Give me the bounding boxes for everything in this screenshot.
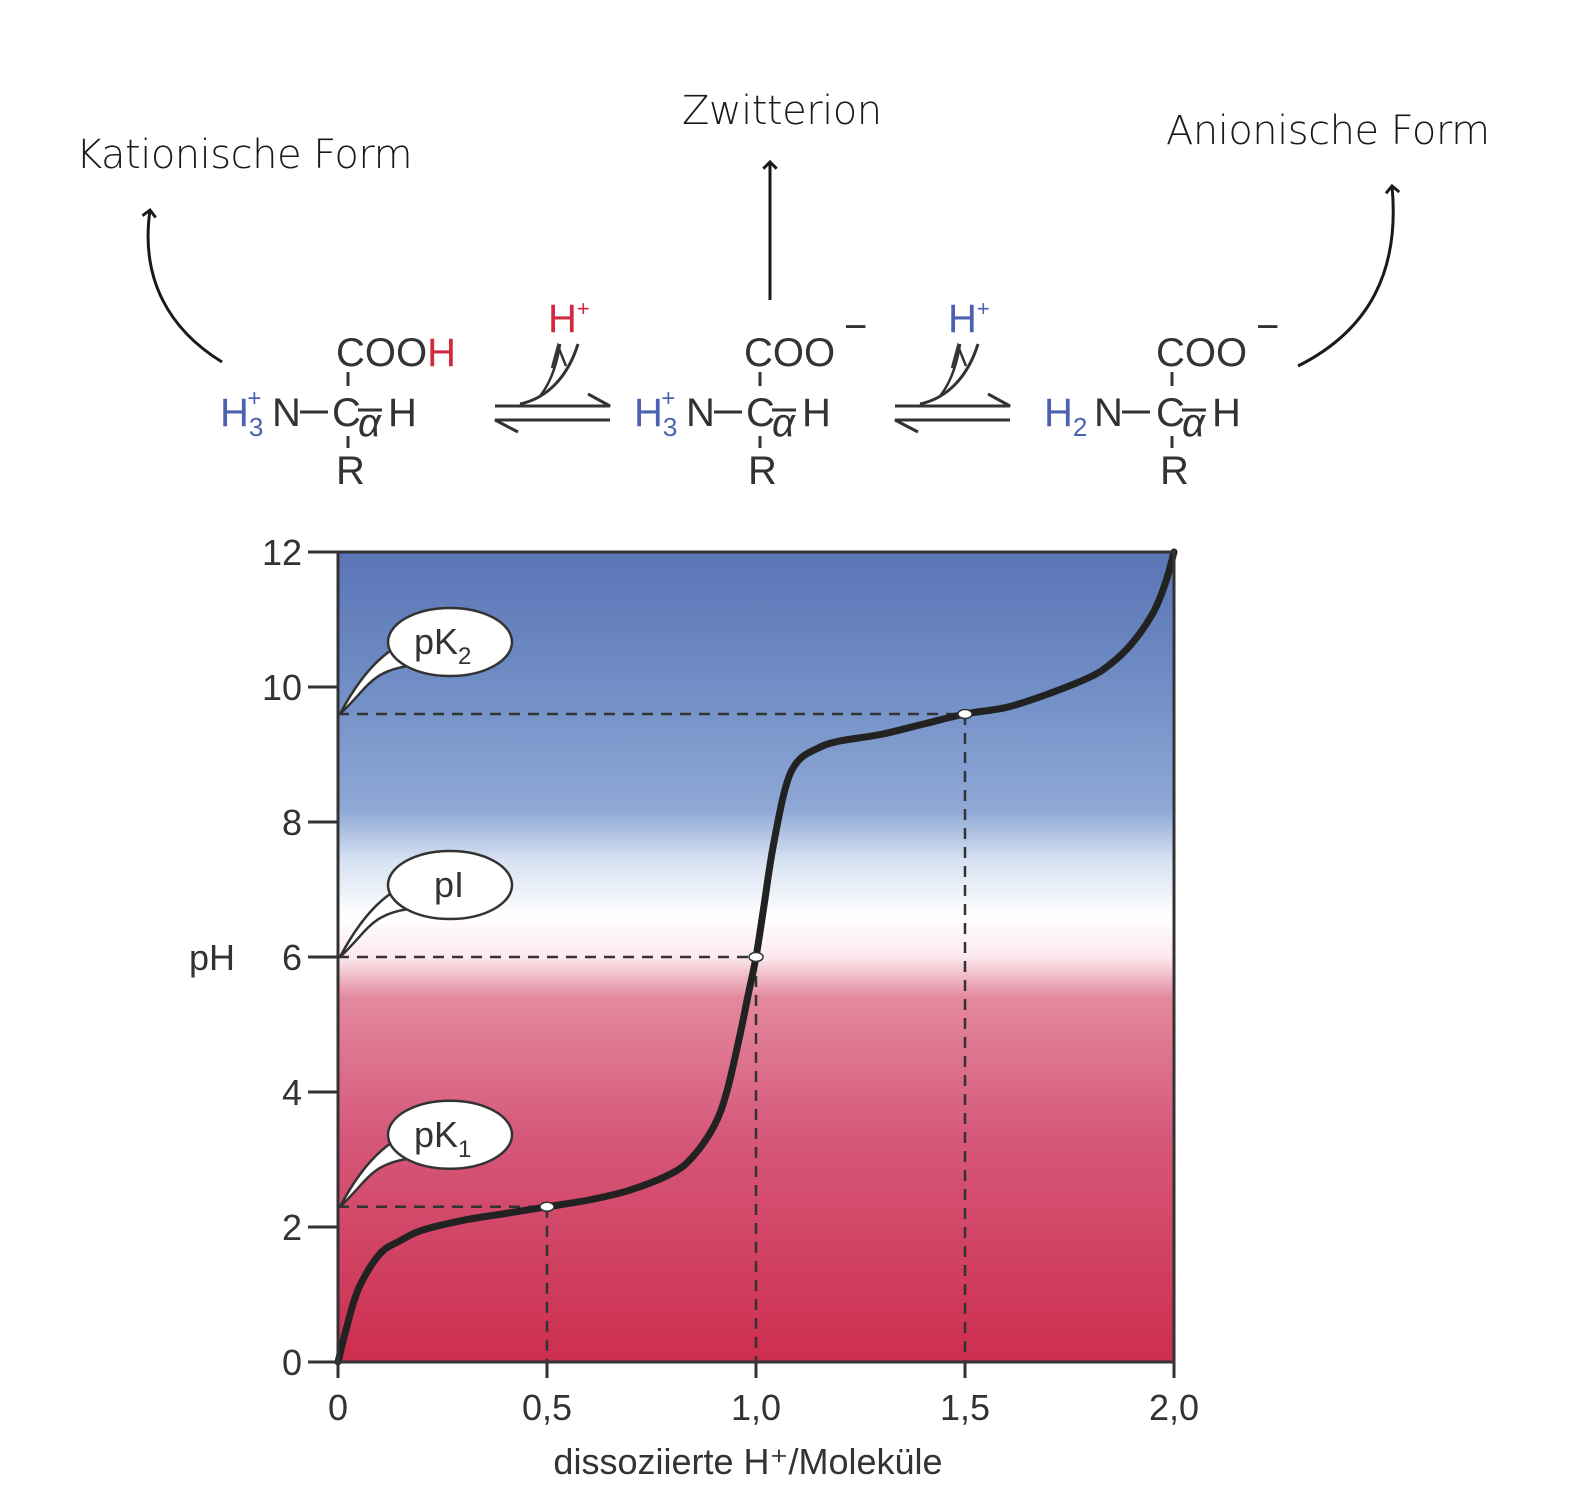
speech-bubble-label-2: pK2 [414,621,471,670]
x-tick-label-3: 1,5 [940,1387,990,1428]
y-tick-label-1: 2 [282,1207,302,1248]
svg-text:N: N [1094,391,1123,435]
svg-text:R: R [748,449,777,493]
svg-text:C: C [1156,391,1185,435]
svg-text:H2: H2 [1044,391,1087,442]
x-tick-label-4: 2,0 [1149,1387,1199,1428]
y-axis-title: pH [189,937,235,978]
svg-text:COO: COO [1156,331,1247,375]
atom-c-alpha: C [332,391,361,435]
y-tick-label-6: 12 [262,532,302,573]
svg-text:α: α [358,401,382,445]
svg-text:H3+: H3+ [634,385,677,442]
equilibrium-arrows-2: H+ [894,296,1011,434]
y-tick-label-3: 6 [282,937,302,978]
speech-bubble-label-0: pK1 [414,1114,471,1163]
svg-text:COO: COO [744,331,835,375]
proton-label-2: H+ [948,296,990,341]
label-anionic-form: Anionische Form [1166,108,1490,154]
x-tick-label-2: 1,0 [731,1387,781,1428]
atom-n: N [272,391,301,435]
marker-point-2 [957,708,973,720]
group-cooh: COOH [336,331,456,375]
y-tick-label-2: 4 [282,1072,302,1113]
group-amine-protonated: H3+ [220,385,263,442]
titration-chart: pK1 pI pK2 0 0,5 1,0 1,5 2,0 0 2 4 6 8 10 12 dissozi… [189,532,1199,1482]
speech-bubble-label-1: pI [434,864,464,905]
svg-text:C: C [746,391,775,435]
svg-text:N: N [686,391,715,435]
speech-bubble-0: pK1 [338,1099,514,1208]
svg-text:−: − [1256,305,1279,349]
label-zwitterion: Zwitterion [682,88,882,134]
marker-point-1 [748,951,764,963]
svg-text:α: α [772,401,796,445]
svg-text:R: R [1160,449,1189,493]
y-tick-label-4: 8 [282,802,302,843]
proton-label-1: H+ [548,296,590,341]
arrow-to-anionic [1297,183,1401,368]
label-cationic-form: Kationische Form [76,132,413,178]
molecule-anionic: COO − H2 N C α H R [1044,305,1279,493]
molecule-zwitterion: COO − H3+ N C α H R [634,305,867,493]
equilibrium-arrows-1: H+ [494,296,611,434]
arrow-to-cationic [141,207,223,364]
group-r: R [336,449,365,493]
x-axis: 0 0,5 1,0 1,5 2,0 [328,1362,1199,1428]
marker-point-0 [539,1201,555,1212]
x-tick-label-1: 0,5 [522,1387,572,1428]
molecule-cationic: COOH H3+ N C α H R [220,331,456,493]
y-tick-label-0: 0 [282,1342,302,1383]
svg-text:H: H [388,391,417,435]
speech-bubble-2: pK2 [338,606,514,715]
svg-text:α: α [1182,401,1206,445]
speech-bubble-1: pI [338,849,514,958]
x-axis-title: dissoziierte H⁺/Moleküle [553,1441,942,1482]
y-axis: 0 2 4 6 8 10 12 [262,532,338,1383]
svg-text:−: − [844,305,867,349]
y-tick-label-5: 10 [262,667,302,708]
svg-text:H: H [802,391,831,435]
svg-text:H: H [1212,391,1241,435]
x-tick-label-0: 0 [328,1387,348,1428]
